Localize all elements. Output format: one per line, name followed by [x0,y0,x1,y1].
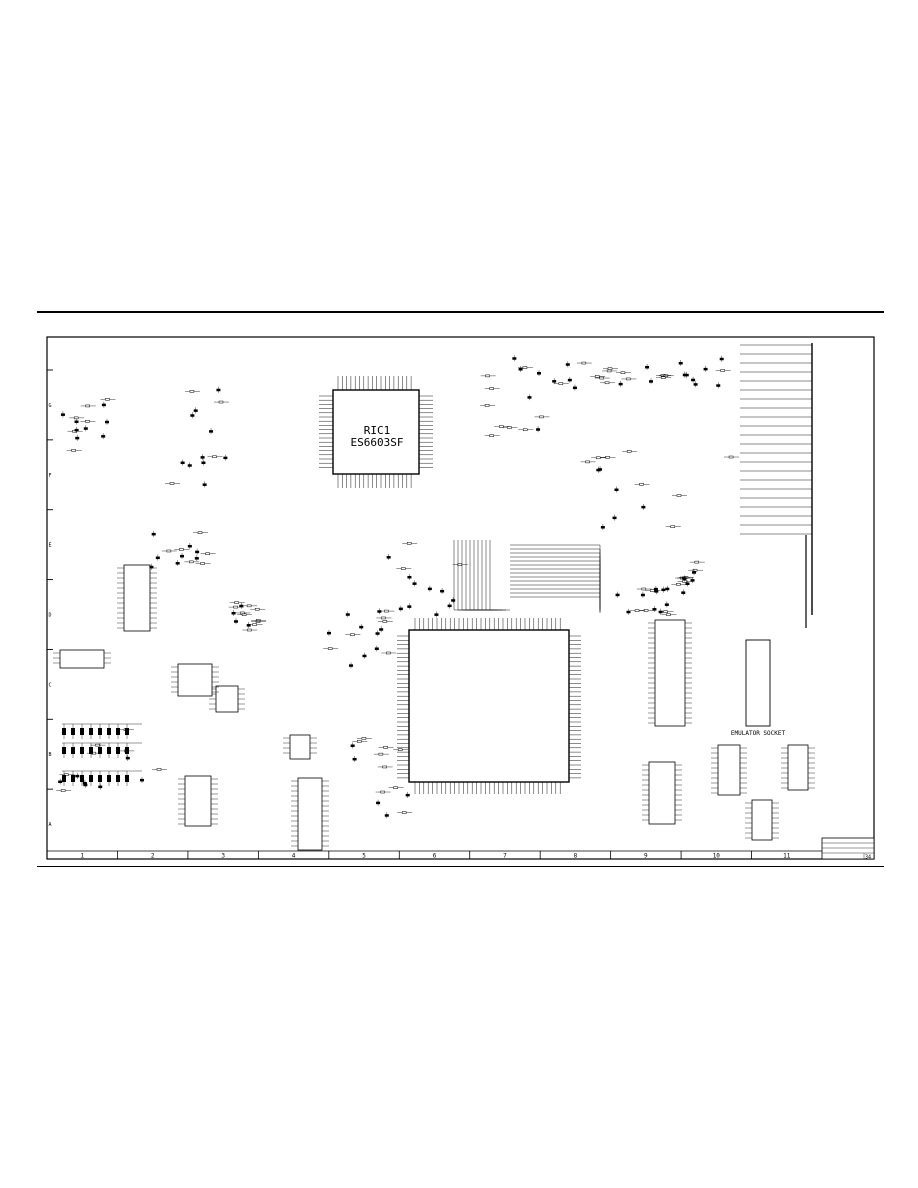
zone-row-label: E [48,543,51,549]
zone-row-label: B [48,752,51,758]
emulator-socket: EMULATOR SOCKET [731,639,786,737]
ic-package [751,799,773,841]
zone-row-label: C [48,682,51,688]
zone-column-label: 1 [80,853,84,860]
ic-package [215,685,239,713]
zone-column-label: 6 [433,853,437,860]
ic-package [717,744,741,796]
main-ic-ric1: RIC1 ES6603SF [332,389,420,475]
main-ic-ref: RIC1 [364,424,391,437]
zone-column-label: 4 [292,853,296,860]
ic-package [297,777,323,851]
ic-package [289,734,311,760]
ic-package [787,744,809,791]
bottom-rule [37,866,884,867]
ic-package [123,564,151,632]
ic-package [59,649,105,669]
zone-column-label: 3 [221,853,225,860]
zone-column-label: 8 [574,853,578,860]
zone-column-label: 2 [151,853,155,860]
zone-row-label: F [48,473,51,479]
zone-column-label: 9 [644,853,648,860]
ic-package [648,761,676,825]
zone-row-label: A [48,822,51,828]
zone-column-label: 11 [783,853,791,860]
page-number: 34 [865,855,871,861]
zone-row-label: D [48,613,51,619]
ic-package [184,775,212,827]
large-qfp-ic [408,629,570,783]
emulator-socket-label: EMULATOR SOCKET [731,730,786,737]
zone-column-label: 7 [503,853,507,860]
zone-column-label: 5 [362,853,366,860]
main-ic-part: ES6603SF [351,436,404,449]
ic-package [654,619,686,727]
ic-package [177,663,213,697]
zone-column-label: 10 [713,853,721,860]
top-rule [37,311,884,313]
zone-row-label: G [48,403,51,409]
sheet-border [46,336,875,860]
title-block: 34 [821,837,875,861]
